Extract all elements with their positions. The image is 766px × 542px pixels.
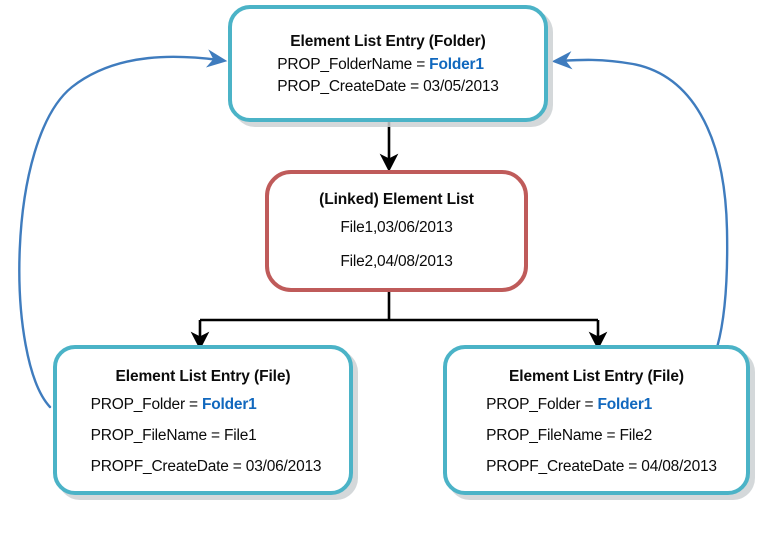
node-file1-row-filename: PROP_FileName = File1: [90, 427, 257, 444]
node-file1-row-folder-key: PROP_Folder =: [90, 396, 202, 413]
node-element-list-entry-file2[interactable]: Element List Entry (File) PROP_Folder = …: [443, 345, 750, 495]
node-folder-row-createdate: PROP_CreateDate = 03/05/2013: [277, 78, 499, 96]
node-file1-row-folder-value: Folder1: [201, 396, 257, 413]
node-folder-row-createdate-key: PROP_CreateDate = 03/05/2013: [277, 78, 499, 95]
node-linked-list-row-file1: File1,03/06/2013: [340, 219, 453, 236]
node-folder-rows: PROP_FolderName = Folder1 PROP_CreateDat…: [277, 56, 499, 96]
node-folder-row-foldername-key: PROP_FolderName =: [277, 56, 430, 73]
node-file2-row-folder-value: Folder1: [597, 396, 653, 413]
node-linked-element-list[interactable]: (Linked) Element List File1,03/06/2013 F…: [265, 170, 528, 292]
node-element-list-entry-folder[interactable]: Element List Entry (Folder) PROP_FolderN…: [228, 5, 548, 122]
node-linked-list-row-file2: File2,04/08/2013: [340, 253, 453, 270]
node-linked-list-rows: File1,03/06/2013 File2,04/08/2013: [340, 219, 452, 271]
node-file1-row-folder: PROP_Folder = Folder1: [91, 396, 257, 414]
node-file2-row-filename: PROP_FileName = File2: [486, 427, 653, 444]
node-folder-row-foldername: PROP_FolderName = Folder1: [277, 56, 484, 74]
node-file2-row-folder: PROP_Folder = Folder1: [486, 396, 652, 414]
node-file1-title: Element List Entry (File): [115, 368, 291, 385]
node-folder-row-foldername-value: Folder1: [429, 56, 484, 73]
node-file2-row-folder-key: PROP_Folder =: [486, 396, 598, 413]
node-element-list-entry-file1[interactable]: Element List Entry (File) PROP_Folder = …: [53, 345, 353, 495]
node-file1-row-createdate: PROPF_CreateDate = 03/06/2013: [90, 458, 322, 475]
node-file1-rows: PROP_Folder = Folder1 PROP_FileName = Fi…: [85, 396, 322, 476]
node-linked-list-title: (Linked) Element List: [319, 191, 474, 208]
connector-linked-list-fork: [190, 292, 608, 350]
node-file2-rows: PROP_Folder = Folder1 PROP_FileName = Fi…: [476, 396, 717, 476]
node-file2-title: Element List Entry (File): [509, 368, 684, 385]
node-folder-title: Element List Entry (Folder): [290, 33, 486, 50]
node-file2-row-createdate: PROPF_CreateDate = 04/08/2013: [486, 458, 717, 475]
